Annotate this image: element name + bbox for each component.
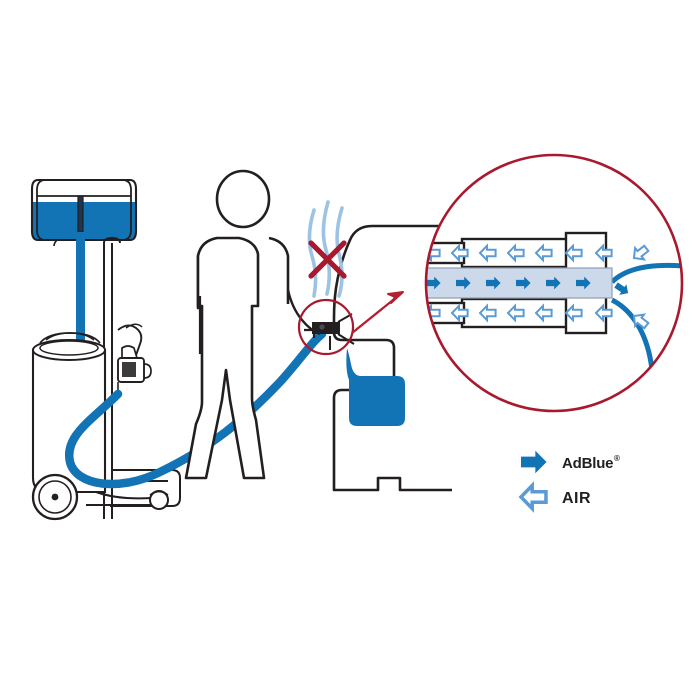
operator-head: [215, 169, 271, 229]
legend-trademark-adblue: ®: [614, 454, 620, 463]
tank-left-rib: [36, 179, 45, 241]
callout-arrowhead: [387, 291, 404, 304]
flow-meter-display: [122, 362, 136, 377]
tank-right-rib: [123, 179, 132, 241]
drum-inner-rim: [39, 340, 99, 356]
vapour-wisp-3: [335, 206, 344, 298]
caster-bracket: [149, 490, 169, 496]
legend: AdBlue ® AIR: [519, 450, 620, 511]
vehicle-tank-fill: [346, 348, 405, 426]
nozzle-cap-detail: [319, 324, 325, 330]
nozzle-lever: [304, 328, 316, 338]
pump-head: [121, 345, 139, 359]
trolley-downpipe: [76, 232, 85, 360]
callout-arrow: [351, 291, 404, 334]
flow-meter-side-loop: [143, 363, 152, 379]
nozzle-body: [312, 322, 340, 334]
nozzle-highlight-circle: [297, 298, 355, 356]
vapour-group: [307, 200, 347, 298]
drum-rim: [32, 339, 106, 361]
legend-item-air: AIR: [519, 483, 591, 511]
magnifier-contents: [426, 231, 682, 411]
vapour-wisp-1: [307, 208, 318, 298]
operator-figure: [184, 169, 321, 480]
red-x-icon: [308, 240, 347, 279]
tank-dip-tube: [77, 195, 84, 233]
trolley-wheels: [31, 473, 169, 521]
detail-hose-upper: [610, 262, 682, 284]
trolley-unit: [30, 178, 181, 521]
callout-line: [351, 295, 399, 334]
drum-handle-arc-2: [45, 332, 95, 341]
legend-label-air: AIR: [562, 490, 591, 507]
vapour-wisp-2: [321, 200, 332, 296]
tank-outline: [30, 178, 138, 242]
magnifier-detail: [424, 153, 684, 413]
vehicle-outline: [332, 224, 452, 492]
operator-body: [184, 236, 266, 480]
tank-foot-left: [53, 239, 58, 247]
nozzle-group: [297, 298, 355, 356]
magnifier-ring: [424, 153, 684, 413]
main-wheel-hub: [51, 493, 59, 501]
legend-item-adblue: AdBlue ®: [521, 450, 620, 474]
pump-neck: [117, 324, 143, 359]
pump-neck-detail: [125, 323, 143, 329]
trolley-drum: [31, 332, 107, 494]
vehicle-body-path: [332, 224, 452, 492]
trolley-pump-unit: [117, 323, 152, 394]
dispensing-hose: [64, 329, 327, 489]
legend-label-adblue: AdBlue: [562, 455, 613, 472]
